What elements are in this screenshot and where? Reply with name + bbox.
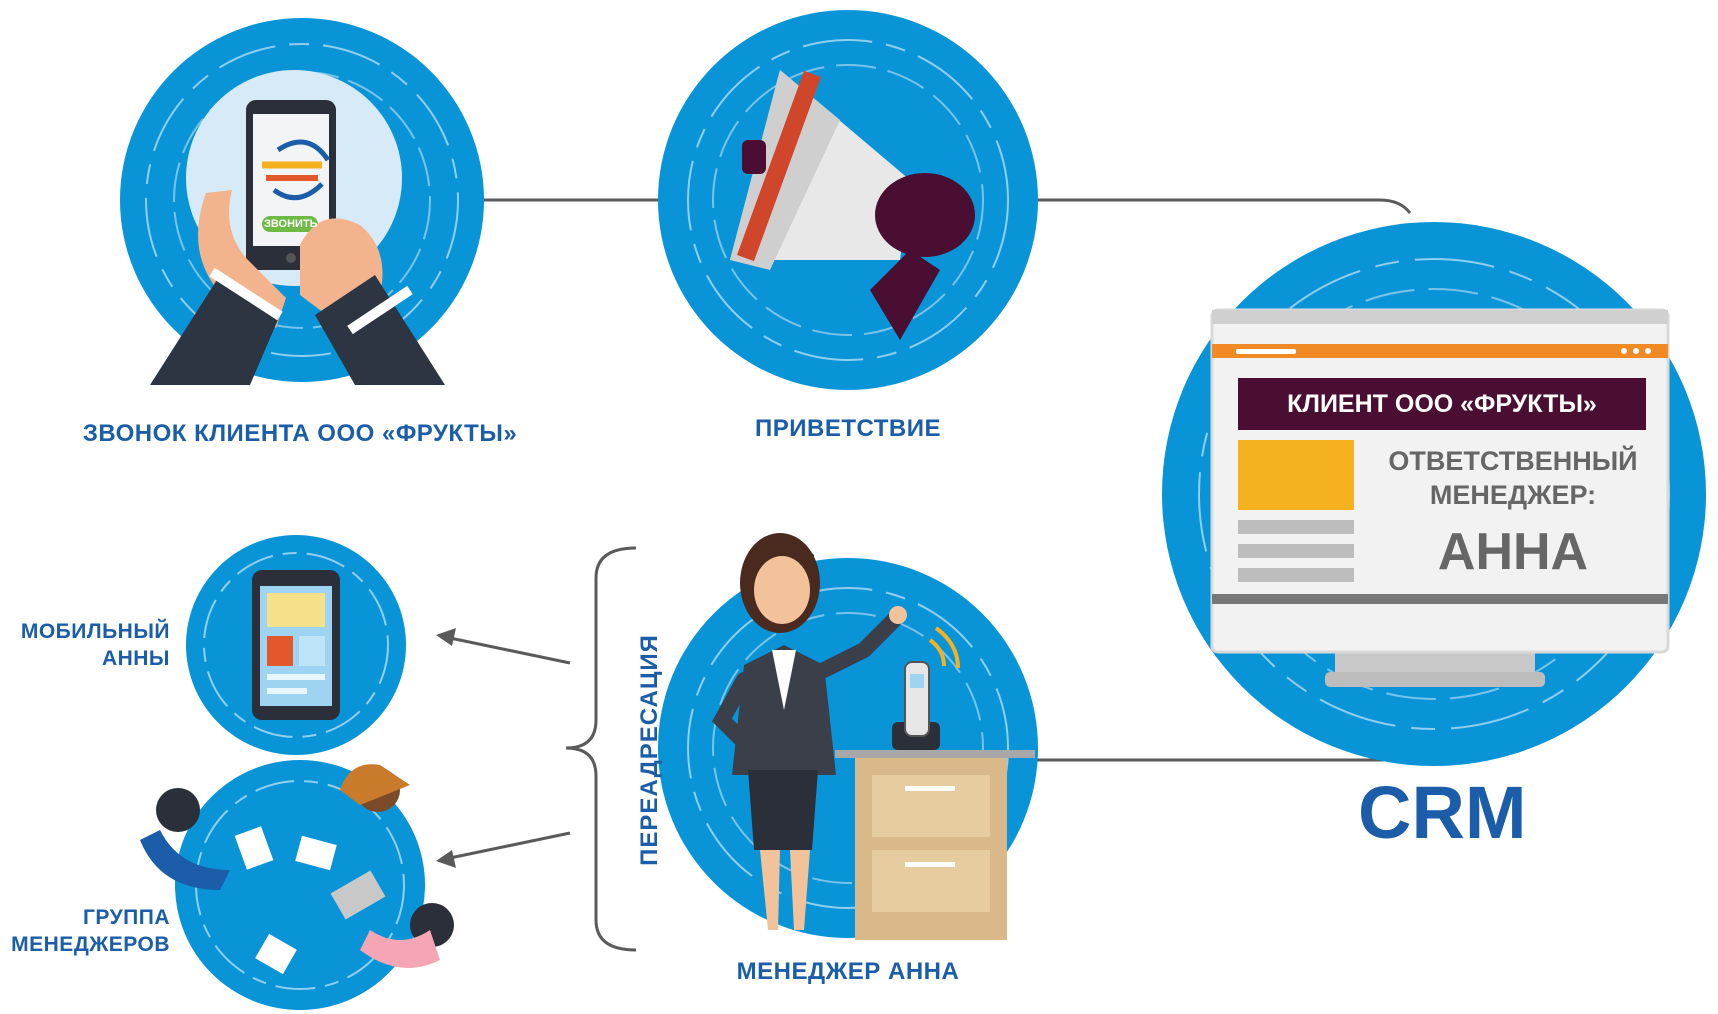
smartphone-icon bbox=[246, 100, 336, 270]
group-label-line1: ГРУППА bbox=[82, 906, 170, 929]
desk-icon bbox=[835, 750, 1035, 940]
group-label-line2: МЕНЕДЖЕРОВ bbox=[11, 933, 170, 956]
responsible-line1: ОТВЕТСТВЕННЫЙ bbox=[1388, 446, 1638, 476]
crm-manager-name: АННА bbox=[1437, 523, 1589, 581]
greeting-label: ПРИВЕТСТВИЕ bbox=[755, 415, 941, 442]
crm-title: CRM bbox=[1358, 771, 1527, 854]
greeting-node bbox=[658, 10, 1038, 390]
client-call-label: ЗВОНОК КЛИЕНТА ООО «ФРУКТЫ» bbox=[82, 420, 518, 447]
redirect-arrows bbox=[436, 628, 571, 868]
group-node bbox=[140, 760, 454, 1010]
meeting-table-icon bbox=[140, 764, 454, 975]
mobile-node bbox=[186, 535, 406, 755]
redirect-label: ПЕРЕАДРЕСАЦИЯ bbox=[636, 634, 663, 866]
mobile-label-line2: АННЫ bbox=[101, 647, 170, 670]
client-call-node bbox=[120, 18, 484, 385]
redirect-bracket bbox=[565, 546, 637, 952]
hands-icon bbox=[150, 190, 445, 385]
businesswoman-icon bbox=[712, 533, 907, 930]
mobile-label-line1: МОБИЛЬНЫЙ bbox=[20, 620, 170, 643]
desk-phone-icon bbox=[892, 626, 960, 750]
manager-node bbox=[658, 533, 1038, 940]
tablet-icon bbox=[252, 570, 340, 720]
manager-label: МЕНЕДЖЕР АННА bbox=[736, 958, 960, 985]
megaphone-icon bbox=[730, 70, 975, 340]
crm-client-header: КЛИЕНТ ООО «ФРУКТЫ» bbox=[1238, 378, 1646, 430]
call-button-label: ЗВОНИТЬ bbox=[264, 218, 318, 230]
responsible-line2: МЕНЕДЖЕР: bbox=[1429, 480, 1597, 510]
